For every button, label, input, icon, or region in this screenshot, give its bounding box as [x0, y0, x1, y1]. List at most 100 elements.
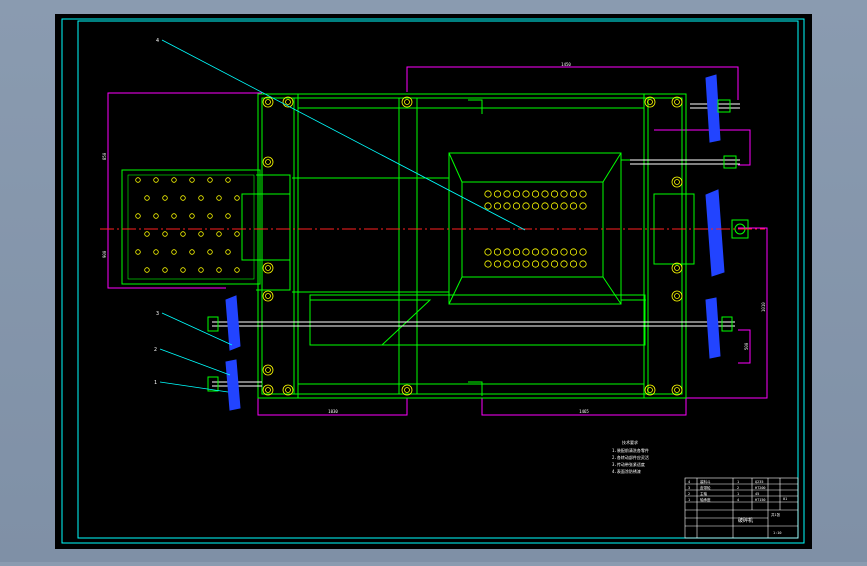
- cutter-hole: [522, 202, 530, 210]
- screen-hole: [171, 177, 177, 183]
- tb-drawing-name: 破碎机: [738, 517, 753, 524]
- machine-frame: [241, 93, 695, 399]
- tb-r3-no: 2: [688, 492, 690, 496]
- cutter-hole: [541, 260, 549, 268]
- frame-bolt-inner: [404, 99, 410, 105]
- cutter-hole: [512, 260, 521, 268]
- screen-hole: [234, 231, 240, 237]
- tb-scale: 1:10: [773, 531, 781, 535]
- notes-line-1: 1.装配前清洗各零件: [612, 447, 649, 453]
- dim-bottom-left: 1030: [328, 409, 338, 414]
- frame-bolt-inner: [674, 99, 680, 105]
- tb-sheet: 共1张: [771, 512, 781, 517]
- dim-right-height: 1010: [761, 302, 766, 312]
- tb-r2-no: 3: [688, 486, 690, 490]
- pulleys: [225, 74, 725, 411]
- cutter-hole: [484, 202, 492, 210]
- cutter-hole: [484, 260, 492, 268]
- balloon-4: 4: [156, 38, 159, 44]
- screen-hole: [144, 231, 150, 237]
- frame-bolt-inner: [404, 387, 410, 393]
- cutter-hole: [579, 202, 587, 210]
- screen-hole: [216, 231, 222, 237]
- cutter-hole: [512, 248, 521, 256]
- cutter-hole: [541, 248, 549, 256]
- cutter-hole: [512, 202, 521, 210]
- screen-holes: [135, 177, 240, 273]
- cutter-hole: [484, 190, 492, 198]
- screen-hole: [189, 213, 195, 219]
- balloon-3: 3: [156, 311, 159, 317]
- frame-bolt-inner: [265, 265, 271, 271]
- cutter-hole: [569, 190, 578, 198]
- notes-title: 技术要求: [622, 439, 638, 445]
- cutter-hole: [560, 260, 568, 268]
- cutter-hole: [503, 202, 511, 210]
- screen-hole: [225, 249, 231, 255]
- cutter-hole: [531, 202, 540, 210]
- frame-bolt: [262, 290, 274, 302]
- tb-r1-name: 装料斗: [700, 479, 711, 484]
- screen-hole: [189, 249, 195, 255]
- hopper-holes: [484, 190, 587, 268]
- tb-r1-no: 4: [688, 480, 690, 484]
- inner-border: [77, 20, 799, 539]
- notes-line-2: 2.各转动部件应灵活: [612, 454, 649, 460]
- frame-bolt: [262, 384, 274, 396]
- screen-hole: [180, 195, 186, 201]
- cutter-hole: [503, 260, 511, 268]
- frame-bolt-inner: [265, 367, 271, 373]
- cutter-hole: [550, 260, 559, 268]
- screen-hole: [225, 177, 231, 183]
- screen-hole: [216, 267, 222, 273]
- notes-line-3: 3.传动带张紧适度: [612, 461, 645, 467]
- frame-bolt-inner: [265, 159, 271, 165]
- screen-hole: [171, 249, 177, 255]
- frame-bolt-inner: [674, 293, 680, 299]
- screen-hole: [189, 177, 195, 183]
- screen-hole: [135, 213, 141, 219]
- frame-bolt-inner: [285, 387, 291, 393]
- tb-r3-qty: 1: [737, 492, 739, 496]
- screen-hole: [144, 267, 150, 273]
- frame-bolt-inner: [265, 99, 271, 105]
- cutter-hole: [560, 190, 568, 198]
- balloon-1: 1: [154, 380, 157, 386]
- leader-lines: [159, 39, 526, 393]
- cutter-hole: [541, 190, 549, 198]
- cutter-hole: [493, 260, 502, 268]
- dim-top-overall: 1450: [561, 62, 571, 67]
- cutter-hole: [531, 248, 540, 256]
- frame-bolt: [671, 96, 683, 108]
- screen-hole: [144, 195, 150, 201]
- screen-hole: [198, 231, 204, 237]
- cutter-hole: [503, 248, 511, 256]
- frame-bolts: [262, 96, 683, 396]
- cutter-hole: [493, 248, 502, 256]
- frame-bolt-inner: [674, 179, 680, 185]
- cutter-hole: [522, 190, 530, 198]
- cutter-hole: [522, 248, 530, 256]
- cutter-hole: [579, 248, 587, 256]
- frame-bolt-inner: [674, 387, 680, 393]
- screen-hole: [171, 213, 177, 219]
- cutter-hole: [560, 248, 568, 256]
- balloon-2: 2: [154, 347, 157, 353]
- frame-bolt: [262, 96, 274, 108]
- frame-bolt-inner: [647, 387, 653, 393]
- screen-hole: [216, 195, 222, 201]
- tb-r4-name: 轴承座: [700, 497, 711, 502]
- frame-bolt: [262, 364, 274, 376]
- screen-panel: [121, 169, 261, 285]
- tb-r2-qty: 2: [737, 486, 739, 490]
- frame-bolt-inner: [285, 99, 291, 105]
- screen-hole: [153, 249, 159, 255]
- cutter-hole: [550, 202, 559, 210]
- part-balloons: 4 3 2 1: [154, 38, 159, 386]
- cutter-hole: [579, 260, 587, 268]
- outer-border: [61, 18, 805, 544]
- tb-r1-mat: Q235: [755, 480, 763, 484]
- frame-bolt: [644, 384, 656, 396]
